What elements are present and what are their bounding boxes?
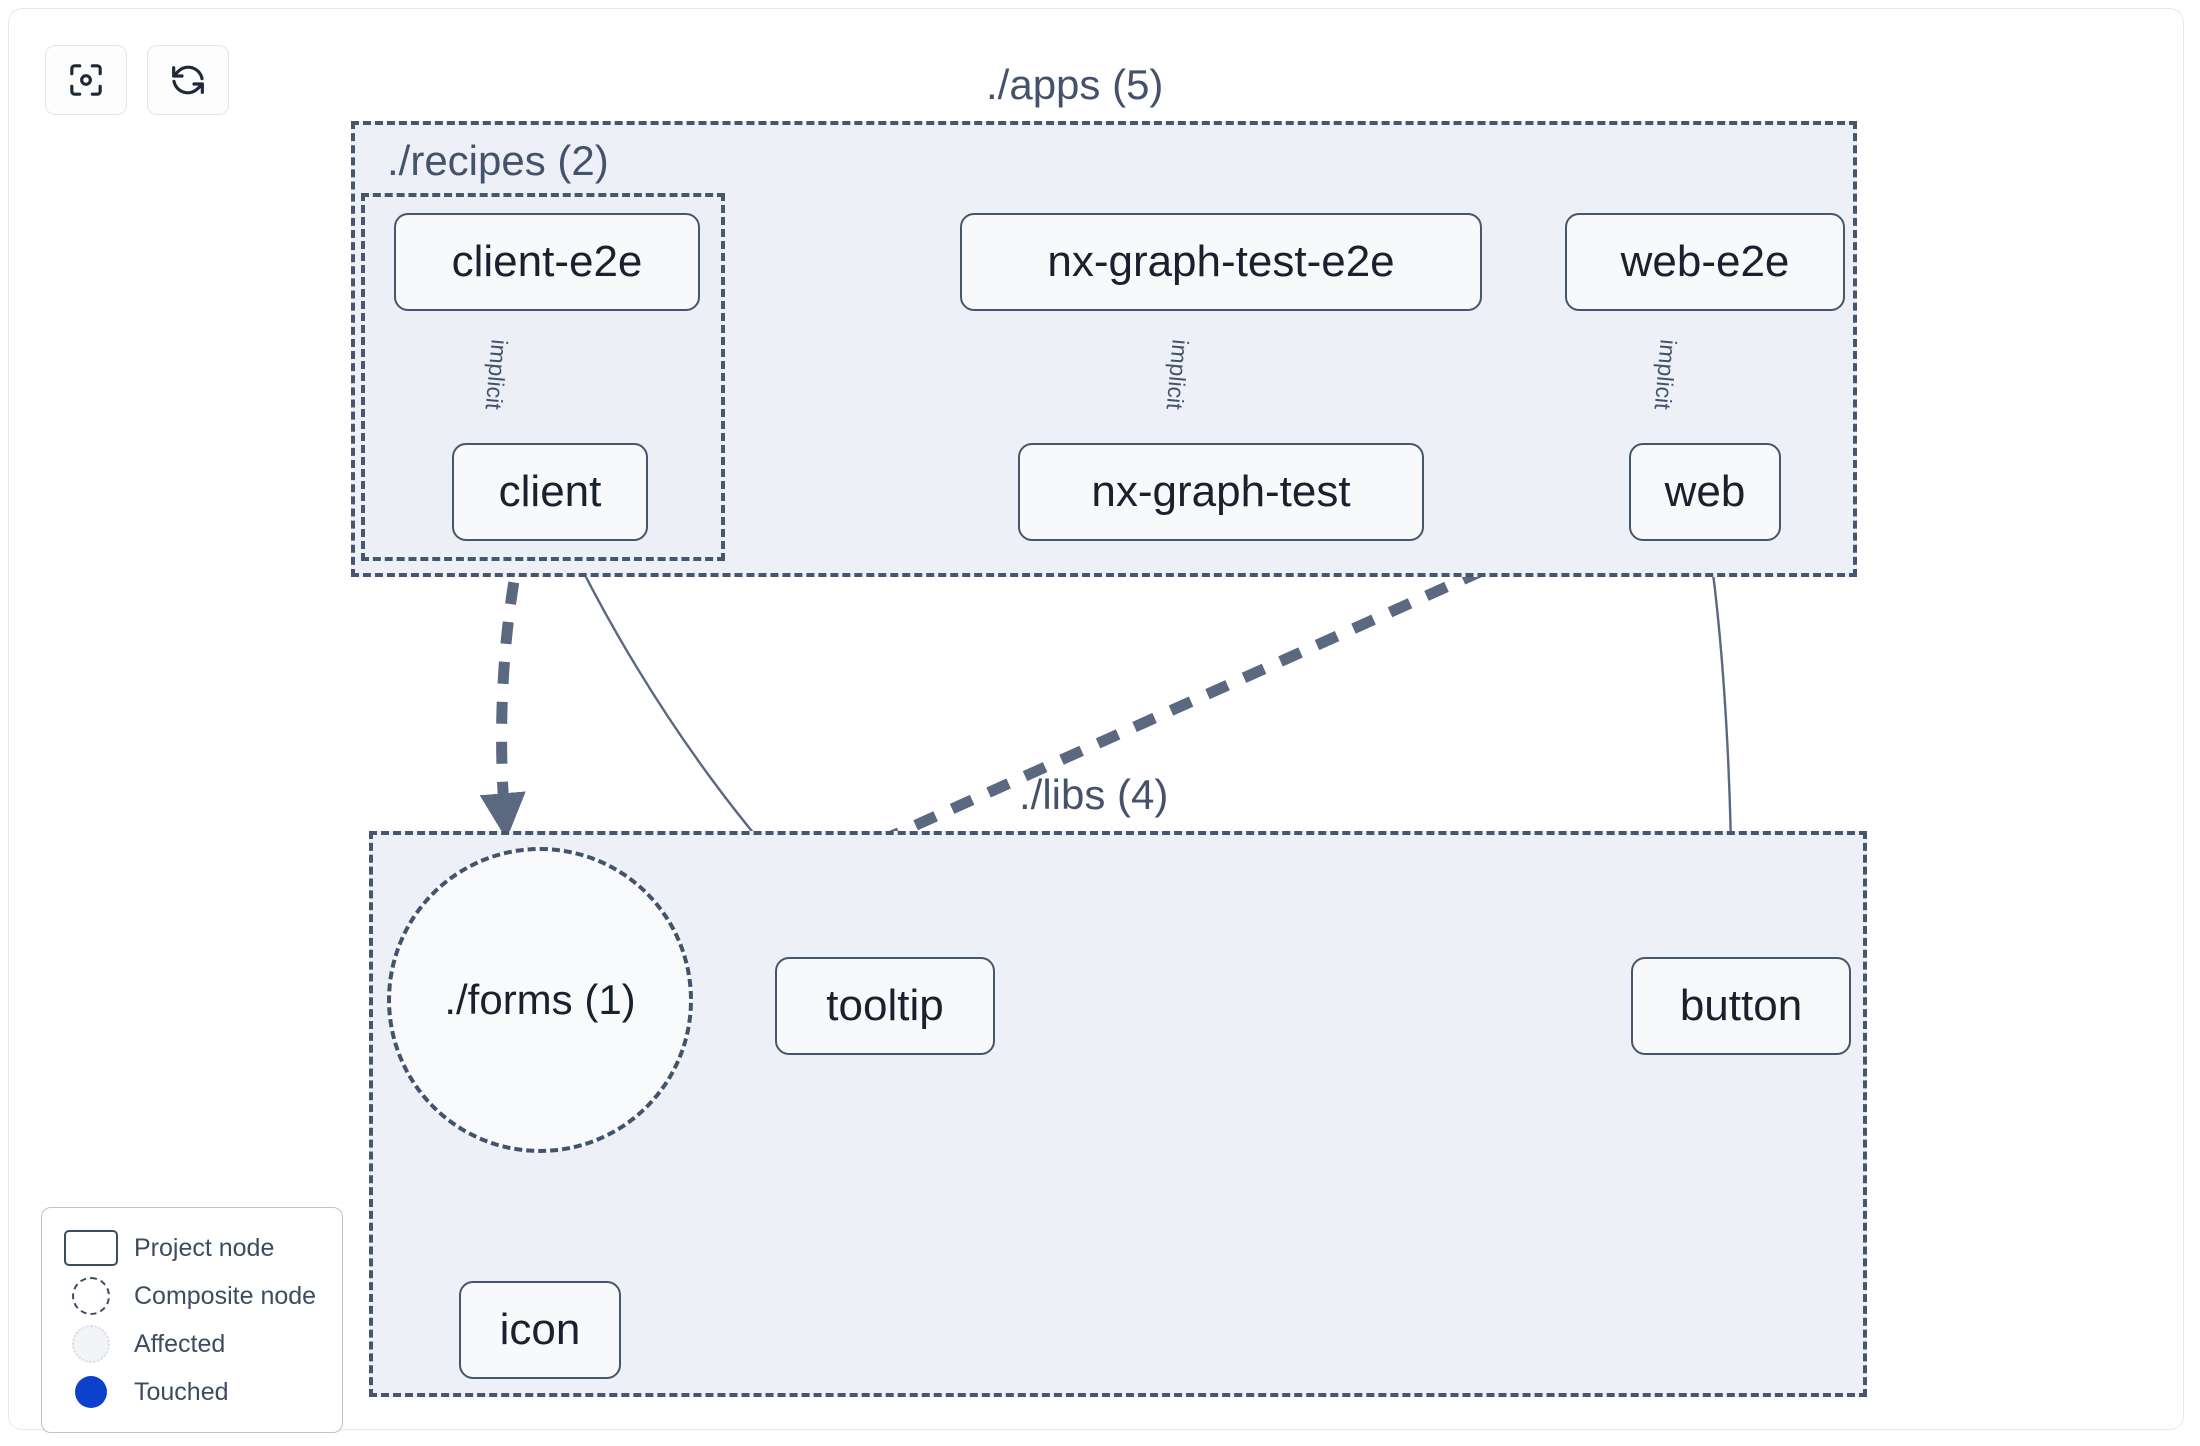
legend-item-project-node: Project node <box>60 1224 324 1272</box>
legend-label: Composite node <box>134 1281 317 1310</box>
graph-toolbar <box>45 45 229 115</box>
legend-item-composite-node: Composite node <box>60 1272 324 1320</box>
legend-label: Affected <box>134 1329 226 1358</box>
node-nx-graph-test[interactable]: nx-graph-test <box>1018 443 1424 541</box>
node-label: client-e2e <box>451 237 643 286</box>
node-web[interactable]: web <box>1629 443 1781 541</box>
composite-node-swatch <box>60 1277 122 1315</box>
legend-label: Project node <box>134 1233 275 1262</box>
node-label: nx-graph-test <box>1091 467 1351 516</box>
node-button[interactable]: button <box>1631 957 1851 1055</box>
project-node-swatch <box>60 1230 122 1266</box>
node-web-e2e[interactable]: web-e2e <box>1565 213 1845 311</box>
group-recipes-label: ./recipes (2) <box>387 137 609 184</box>
node-label: icon <box>499 1305 581 1354</box>
node-label: nx-graph-test-e2e <box>1047 237 1395 286</box>
node-tooltip[interactable]: tooltip <box>775 957 995 1055</box>
refresh-icon <box>168 60 208 100</box>
node-label: web <box>1664 467 1746 516</box>
touched-swatch <box>60 1376 122 1408</box>
node-client-e2e[interactable]: client-e2e <box>394 213 700 311</box>
legend-label: Touched <box>134 1377 229 1406</box>
legend-item-affected: Affected <box>60 1320 324 1368</box>
graph-legend: Project node Composite node Affected Tou… <box>41 1207 343 1433</box>
refresh-graph-button[interactable] <box>147 45 229 115</box>
node-label: client <box>498 467 602 516</box>
group-apps-label: ./apps (5) <box>986 61 1164 108</box>
node-label: button <box>1679 981 1803 1030</box>
affected-swatch <box>60 1325 122 1363</box>
node-icon[interactable]: icon <box>459 1281 621 1379</box>
graph-panel: ./apps (5) ./recipes (2) ./libs (4) clie… <box>8 8 2184 1433</box>
focus-target-icon <box>66 60 106 100</box>
node-client[interactable]: client <box>452 443 648 541</box>
legend-item-touched: Touched <box>60 1368 324 1416</box>
edge-client-to-forms <box>479 541 527 840</box>
node-label: ./forms (1) <box>444 976 636 1023</box>
node-label: tooltip <box>826 981 944 1030</box>
node-label: web-e2e <box>1620 237 1790 286</box>
group-libs-label: ./libs (4) <box>1019 771 1169 818</box>
node-forms[interactable]: ./forms (1) <box>387 847 693 1153</box>
focus-graph-button[interactable] <box>45 45 127 115</box>
node-nx-graph-test-e2e[interactable]: nx-graph-test-e2e <box>960 213 1482 311</box>
